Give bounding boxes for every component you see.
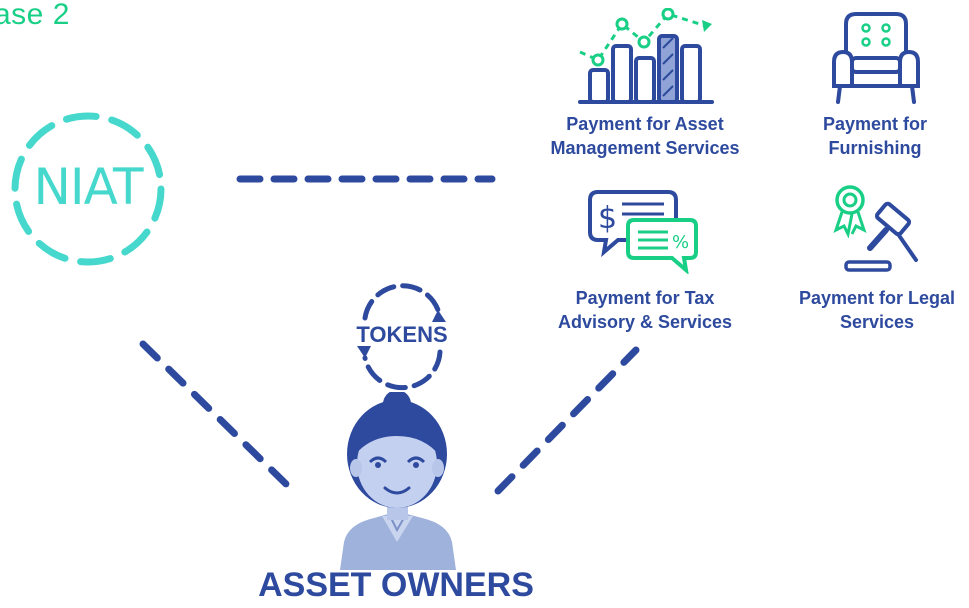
niat-ring (11, 112, 165, 266)
armchair-icon (832, 12, 920, 104)
asset-owner-avatar-icon (340, 392, 456, 570)
tax-invoice-chat-icon: $ % (588, 190, 698, 274)
service-label: Payment for Furnishing (822, 114, 928, 158)
service-tax-advisory: $ % Payment for Tax Advisory & Services (530, 186, 760, 336)
niat-label: NIAT (33, 158, 143, 216)
svg-text:%: % (672, 232, 689, 253)
tokens-ring (357, 283, 446, 391)
service-asset-management: Payment for Asset Management Services (520, 8, 770, 164)
service-label: Payment for Legal Services (798, 288, 956, 332)
service-furnishing: Payment for Furnishing (790, 8, 960, 164)
owners-to-services-connector (494, 346, 640, 495)
service-label: Payment for Tax Advisory & Services (557, 288, 733, 332)
phase-title: ase 2 (0, 0, 70, 31)
gavel-award-icon (833, 185, 918, 272)
service-legal: Payment for Legal Services (786, 182, 968, 336)
niat-to-owners-connector (139, 340, 290, 488)
tokens-label: TOKENS (356, 322, 448, 347)
service-label: Payment for Asset Management Services (550, 114, 740, 158)
asset-owners-label: ASSET OWNERS (258, 566, 534, 604)
svg-text:$: $ (598, 201, 617, 236)
bar-chart-growth-icon (578, 8, 714, 104)
